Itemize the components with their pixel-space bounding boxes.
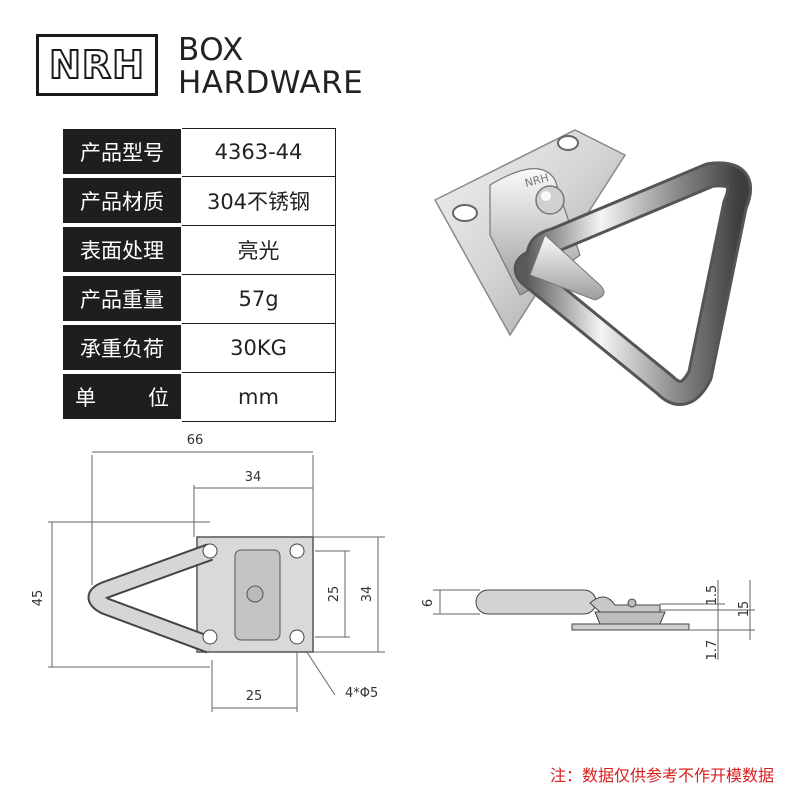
top-rivet [246,585,264,603]
product-photo: NRH [433,129,752,406]
hole-circle [289,629,305,645]
dim-25-bottom: 25 [246,689,263,704]
hole-circle [202,543,218,559]
side-rivet [627,598,637,608]
side-base [594,611,666,625]
dim-66: 66 [187,433,204,448]
spec-value: 304不锈钢 [181,175,336,226]
spec-row: 单位 mm [62,371,336,423]
spec-row: 承重负荷 30KG [62,322,336,374]
disclaimer-note: 注：数据仅供参考不作开模数据 [549,766,774,785]
dim-45: 45 [31,590,46,607]
top-ring [89,545,213,652]
spec-key: 表面处理 [62,224,182,276]
side-ring [475,589,597,615]
dim-side-15: 15 [737,601,752,618]
side-strap [589,596,661,613]
dim-34-top: 34 [245,470,262,485]
brand-line-2: HARDWARE [178,65,364,101]
spec-key: 产品重量 [62,273,182,325]
hole-circle [202,629,218,645]
spec-key-part: 单 [75,385,96,410]
mount-hole [452,204,478,222]
side-plate [571,623,690,631]
spec-value: 亮光 [181,224,336,275]
strap-wrap [529,234,605,301]
spec-key-part: 位 [148,385,169,410]
spec-row: 产品材质 304不锈钢 [62,175,336,227]
dim-side-1-7: 1.7 [705,640,720,661]
dim-side-1-5: 1.5 [705,585,720,606]
spec-key: 单位 [62,371,182,423]
mount-hole [557,135,579,151]
hole-circle [289,543,305,559]
dim-34: 34 [360,586,375,603]
dim-25: 25 [327,586,342,603]
logo-mark: NRH [48,42,145,88]
spec-row: 表面处理 亮光 [62,224,336,276]
spec-value: 57g [181,273,336,324]
rivet-highlight [541,191,551,201]
plate-mark: NRH [523,171,550,190]
dim-holes: 4*Φ5 [345,686,378,701]
spec-table: 产品型号 4363-44 产品材质 304不锈钢 表面处理 亮光 产品重量 57… [62,128,336,423]
spec-row: 产品重量 57g [62,273,336,325]
spec-key: 承重负荷 [62,322,182,374]
brand-logo: NRH [36,34,158,96]
brand-name: BOX HARDWARE [178,34,363,100]
dim-side-6: 6 [421,599,436,607]
spec-key: 产品材质 [62,175,182,227]
spec-value: mm [181,371,336,422]
brand-line-1: BOX [178,32,244,68]
spec-value: 30KG [181,322,336,373]
